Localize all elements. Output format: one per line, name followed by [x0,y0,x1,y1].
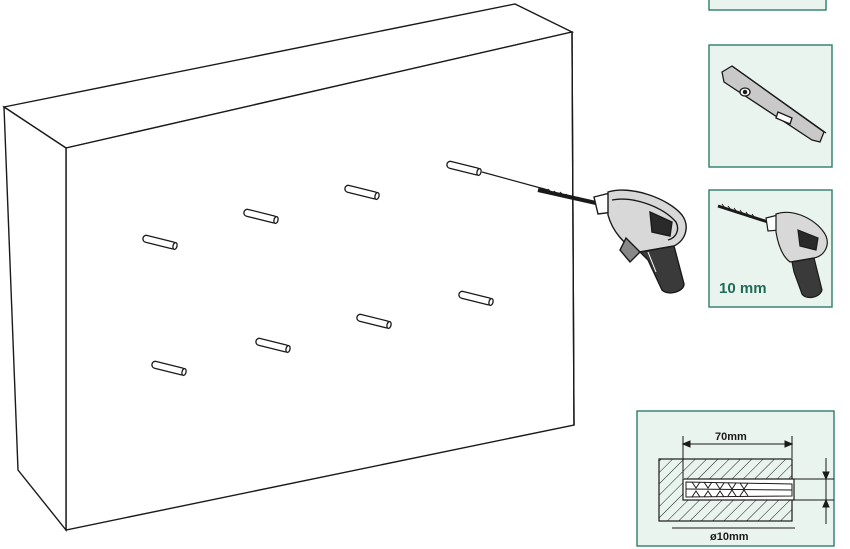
diameter-dimension [672,458,834,529]
wall-plug [243,208,279,225]
wall-plug [151,360,187,377]
anchor-spec-panel: 70mm ø10mm [636,410,835,547]
power-drill-icon [717,203,828,299]
diameter-label: ø10mm [710,531,749,543]
power-drill-icon [537,187,687,294]
wall-plug [458,290,494,307]
wall-plug [142,234,178,251]
wall-panel [2,3,575,532]
spirit-level-icon [721,65,827,143]
drill-bit-size-label: 10 mm [719,280,767,297]
top-panel-partial [708,0,827,11]
drill-alignment-line [481,171,549,191]
wall-plug [255,337,291,354]
wall-plugs [142,160,494,377]
wall-plug [446,160,482,177]
depth-dimension [681,436,794,478]
wall-plug [356,313,392,330]
wall-plug [344,184,380,201]
depth-label: 70mm [715,431,747,443]
plug-in-hole [685,481,793,498]
spirit-level-panel [708,44,833,168]
drill-size-panel: 10 mm [708,189,833,308]
